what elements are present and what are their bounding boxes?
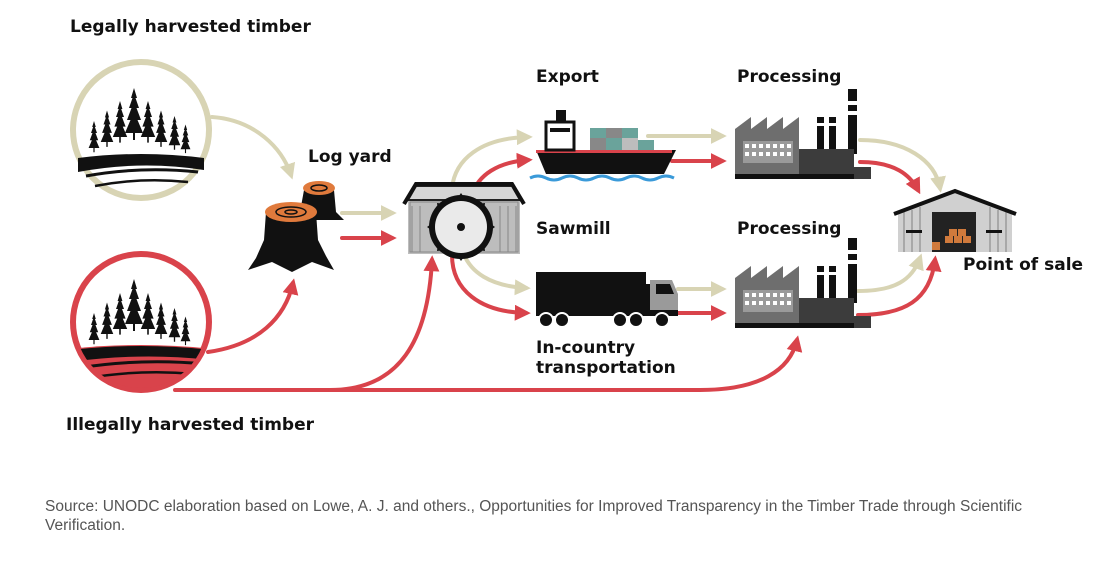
ship-icon xyxy=(529,110,676,182)
illegal-processing-bottom-to-sale-arrow xyxy=(856,255,942,317)
illegal-bypass-to-processing-arrow xyxy=(328,335,803,392)
in-country-transport-label-line1: In-country xyxy=(536,338,636,358)
processing-top-label: Processing xyxy=(737,67,842,87)
legal-forest-to-logyard-arrow xyxy=(210,115,296,180)
processing-bottom-label: Processing xyxy=(737,219,842,239)
stump-icon xyxy=(248,181,344,272)
illegal-timber-label: Illegally harvested timber xyxy=(66,415,314,435)
legal-sawmill-to-truck-arrow xyxy=(461,250,531,296)
point-of-sale-label: Point of sale xyxy=(963,255,1084,275)
legal-sawmill-to-export-arrow xyxy=(450,129,533,190)
illegal-flow-arrows xyxy=(173,152,942,392)
warehouse-icon xyxy=(893,188,1017,252)
illegal-bypass-to-sawmill-arrow xyxy=(173,255,440,392)
illegal-forest-icon xyxy=(70,251,212,393)
legal-forest-icon xyxy=(70,59,212,201)
sawmill-icon xyxy=(402,182,526,261)
export-label: Export xyxy=(536,67,599,87)
factory-icon-top xyxy=(735,89,871,179)
truck-icon xyxy=(536,272,678,328)
legal-processing-top-to-sale-arrow xyxy=(858,138,946,193)
log-yard-label: Log yard xyxy=(308,147,392,167)
legal-timber-label: Legally harvested timber xyxy=(70,17,311,37)
in-country-transport-label-line2: transportation xyxy=(536,358,676,378)
illegal-sawmill-to-truck-arrow xyxy=(450,253,531,321)
illegal-processing-top-to-sale-arrow xyxy=(858,160,921,195)
legal-processing-bottom-to-sale-arrow xyxy=(856,253,924,293)
illegal-forest-to-logyard-arrow xyxy=(206,278,299,354)
factory-icon-bottom xyxy=(735,238,871,328)
sawmill-label: Sawmill xyxy=(536,219,611,239)
source-note: Source: UNODC elaboration based on Lowe,… xyxy=(45,498,1023,534)
